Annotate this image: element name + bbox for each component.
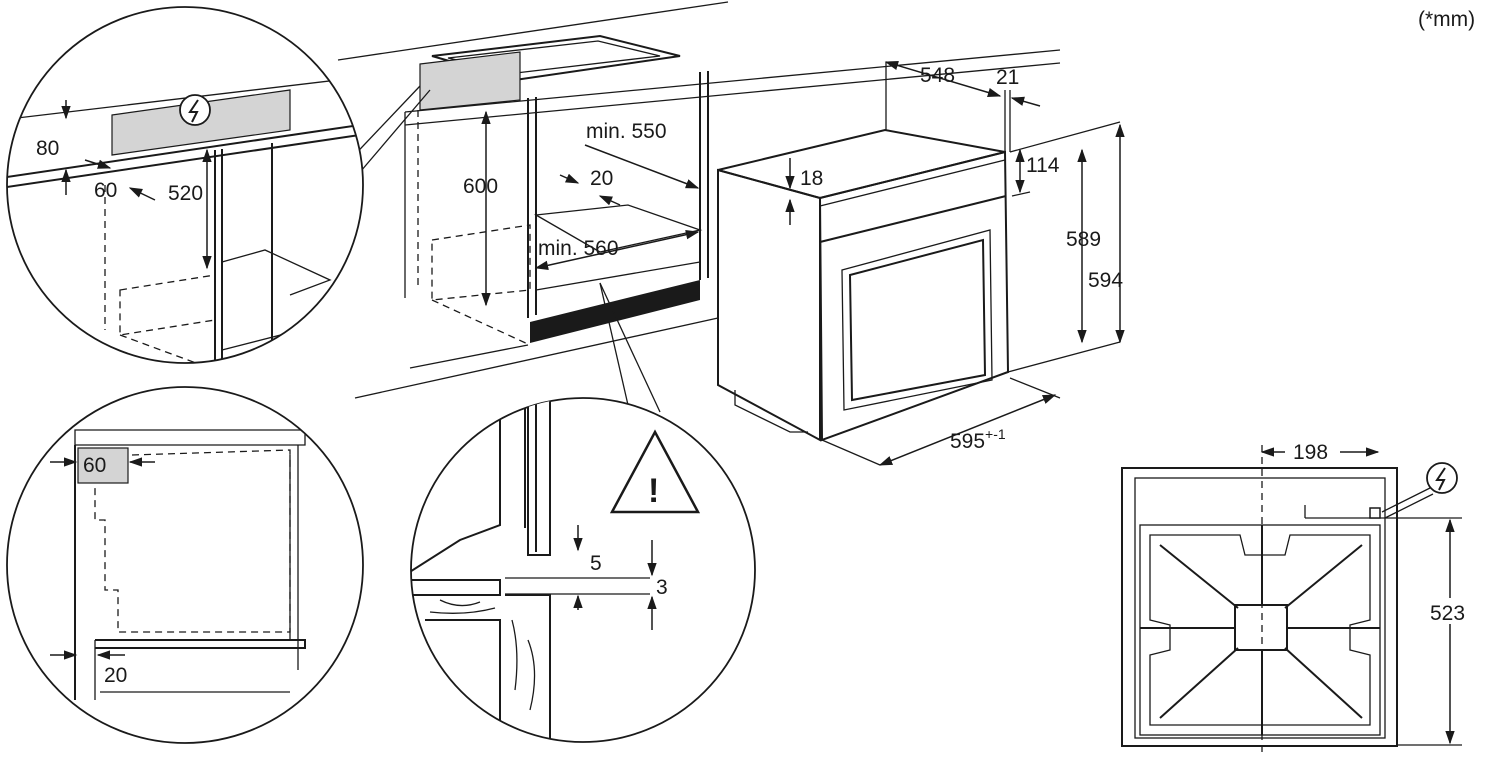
electric-connection-icon-rear bbox=[1426, 462, 1458, 494]
electric-connection-icon bbox=[179, 94, 211, 126]
dim-oven-width: 595+-1 bbox=[950, 426, 1006, 453]
detail-side-clearance: 60 20 bbox=[6, 386, 364, 744]
detail-a-dim-520: 520 bbox=[168, 182, 203, 205]
dim-oven-height-outer: 594 bbox=[1088, 269, 1123, 292]
detail-ventilation: ! 5 3 bbox=[410, 397, 756, 743]
detail-b-dim-60: 60 bbox=[83, 454, 106, 477]
hob-connection-zone bbox=[419, 51, 521, 111]
dim-min-width: min. 560 bbox=[538, 237, 619, 260]
detail-c-dim-3: 3 bbox=[656, 576, 668, 599]
rear-dim-198: 198 bbox=[1293, 441, 1328, 464]
dim-gap: 20 bbox=[590, 167, 613, 190]
cabinet-scene: 600 min. 550 20 min. 560 bbox=[337, 1, 1061, 413]
detail-a-dim-80: 80 bbox=[36, 137, 59, 160]
oven-body: 548 21 18 114 589 594 595+-1 bbox=[717, 60, 1125, 466]
dim-min-depth: min. 550 bbox=[586, 120, 667, 143]
dim-cabinet-height: 600 bbox=[463, 175, 498, 198]
dim-oven-height-inner: 589 bbox=[1066, 228, 1101, 251]
rear-view: 198 523 bbox=[1121, 438, 1476, 755]
units-note: (*mm) bbox=[1418, 8, 1475, 31]
warning-mark: ! bbox=[648, 472, 659, 510]
detail-connection-zone: 80 60 520 bbox=[6, 6, 364, 364]
dim-panel: 114 bbox=[1026, 154, 1060, 177]
detail-c-dim-5: 5 bbox=[590, 552, 602, 575]
dim-oven-depth: 548 bbox=[920, 64, 955, 87]
warning-icon bbox=[609, 429, 701, 514]
dim-top-offset: 18 bbox=[800, 167, 823, 190]
rear-dim-523: 523 bbox=[1430, 602, 1465, 625]
dim-door: 21 bbox=[996, 66, 1019, 89]
oven-window bbox=[848, 238, 987, 402]
plinth bbox=[530, 280, 700, 343]
detail-b-dim-20: 20 bbox=[104, 664, 127, 687]
detail-a-dim-60: 60 bbox=[94, 179, 117, 202]
